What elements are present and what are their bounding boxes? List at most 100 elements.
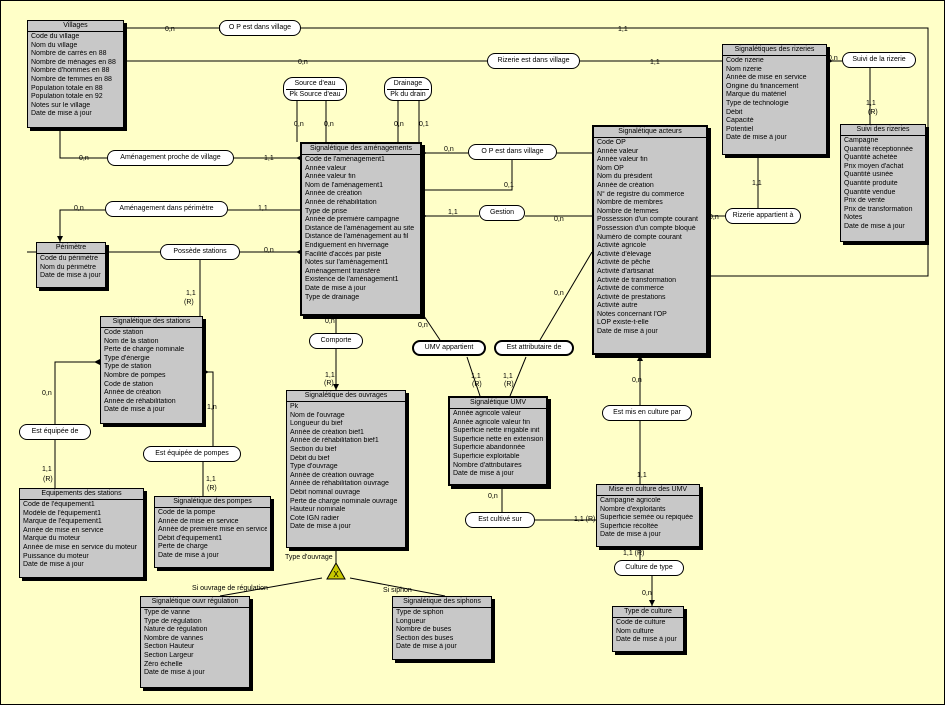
- entity-attribute: Code rizerie: [726, 57, 764, 64]
- entity-title: Périmètre: [37, 243, 105, 254]
- assoc-est-attributaire[interactable]: Est attributaire de: [494, 340, 574, 356]
- entity-attribute: Année de création: [305, 190, 362, 198]
- entity-attribute: Activité de prestations: [597, 293, 666, 301]
- entity-attribute: Type de technologie: [726, 99, 789, 107]
- entity-attribute: Puissance du moteur: [23, 552, 89, 560]
- cardinality-role: (R): [868, 109, 878, 116]
- entity-attribute: Année de création ouvrage: [290, 471, 375, 479]
- assoc-rizerie-est-dans-village[interactable]: Rizerie est dans village: [487, 53, 580, 69]
- entity-attribute: Nombre d'attributaires: [453, 461, 522, 469]
- entity-attribute: Superficie nette en extension: [453, 435, 543, 443]
- entity-title: Signalétique des aménagements: [302, 144, 420, 155]
- assoc-drainage[interactable]: Drainage Pk du drain: [384, 77, 432, 101]
- cardinality: 0,n: [294, 121, 304, 128]
- entity-mise-en-culture[interactable]: Mise en culture des UMV Campagne agricol…: [596, 484, 700, 547]
- entity-attribute: Type de prise: [305, 207, 348, 215]
- entity-attribute: Année de première campagne: [305, 216, 400, 224]
- entity-attribute: Nombre de pompes: [104, 371, 166, 379]
- entity-attribute: Nombre de femmes: [597, 207, 659, 215]
- assoc-source-eau[interactable]: Source d'eau Pk Source d'eau: [283, 77, 347, 101]
- entity-attribute: Date de mise à jour: [31, 110, 92, 118]
- entity-attribute: Code de l'équipement1: [23, 501, 95, 508]
- entity-attribute: Quantité produite: [844, 179, 898, 187]
- assoc-amenagement-dans-perimetre[interactable]: Aménagement dans périmètre: [105, 201, 228, 217]
- entity-attribute: Activité de commerce: [597, 285, 664, 293]
- cardinality: 1,1 (R): [574, 516, 596, 523]
- entity-attribute: Longueur: [396, 617, 426, 625]
- entity-attribute: Campagne: [844, 137, 879, 144]
- entity-attribute: Modèle de l'équipement1: [23, 509, 102, 517]
- entity-pompes[interactable]: Signalétique des pompes Code de la pompe…: [154, 496, 271, 568]
- entity-attribute: Activité d'élevage: [597, 250, 652, 258]
- entity-equipements[interactable]: Equipements des stations Code de l'équip…: [19, 488, 144, 578]
- assoc-est-cultive-sur[interactable]: Est cultivé sur: [465, 512, 535, 528]
- assoc-possede-stations[interactable]: Possède stations: [160, 244, 240, 260]
- entity-attribute: Nombre d'exploitants: [600, 505, 666, 513]
- cardinality: 0,n: [488, 493, 498, 500]
- entity-attribute: Année de réhabilitation: [104, 397, 176, 405]
- entity-attribute: Année valeur fin: [597, 156, 648, 164]
- entity-attribute: Longueur du bief: [290, 420, 343, 428]
- entity-regulation[interactable]: Signalétique ouvr régulation Type de van…: [140, 596, 250, 688]
- entity-attribute: Type de régulation: [144, 617, 202, 625]
- assoc-rizerie-appartient[interactable]: Rizerie appartient à: [725, 208, 801, 224]
- cardinality: 0,n: [554, 290, 564, 297]
- entity-attribute: Année agricole valeur fin: [453, 418, 531, 426]
- entity-attribute: Année de mise en service: [726, 74, 807, 82]
- assoc-comporte[interactable]: Comporte: [309, 333, 363, 349]
- assoc-est-equipee-de[interactable]: Est équipée de: [19, 424, 91, 440]
- assoc-op-est-dans-village-2[interactable]: O P est dans village: [468, 144, 557, 160]
- entity-amenagements[interactable]: Signalétique des aménagements Code de l'…: [300, 142, 422, 316]
- entity-attribute: Nom de l'aménagement1: [305, 181, 383, 189]
- entity-attribute: Prix de vente: [844, 197, 885, 205]
- entity-attribute: Superficie récoltée: [600, 522, 658, 530]
- entity-attribute: Nom OP: [597, 164, 624, 172]
- entity-attribute: Type de vanne: [144, 609, 190, 616]
- assoc-gestion[interactable]: Gestion: [479, 205, 525, 221]
- entity-attribute: N° de registre du commerce: [597, 190, 685, 198]
- assoc-identifier: Pk Source d'eau: [286, 89, 344, 100]
- entity-attribute: Activité de pêche: [597, 259, 651, 267]
- assoc-culture-de-type[interactable]: Culture de type: [614, 560, 684, 576]
- entity-title: Signalétique des stations: [101, 317, 202, 328]
- entity-attribute: Code station: [104, 329, 144, 336]
- cardinality: 0,n: [74, 205, 84, 212]
- entity-attribute: Débit d'équipement1: [158, 534, 222, 542]
- cardinality: 1,1: [866, 100, 876, 107]
- entity-attribute: Section des buses: [396, 634, 454, 642]
- entity-attribute: Débit: [726, 108, 743, 116]
- entity-attribute: Nature de régulation: [144, 626, 208, 634]
- entity-attribute: Perte de charge: [158, 543, 208, 551]
- cardinality: 0,n: [324, 121, 334, 128]
- entity-attribute: Cote IGN radier: [290, 514, 340, 522]
- assoc-est-mis-en-culture[interactable]: Est mis en culture par: [602, 405, 692, 421]
- entity-attribute: Campagne agricole: [600, 497, 661, 504]
- assoc-op-est-dans-village[interactable]: O P est dans village: [219, 20, 301, 36]
- assoc-suivi-de-la-rizerie[interactable]: Suivi de la rizerie: [842, 52, 916, 68]
- entity-attribute: Code du périmètre: [40, 255, 98, 262]
- assoc-amenagement-proche-village[interactable]: Aménagement proche de village: [107, 150, 234, 166]
- assoc-identifier: Pk du drain: [387, 89, 429, 100]
- assoc-est-equipee-pompes[interactable]: Est équipée de pompes: [143, 446, 241, 462]
- entity-attribute: Année de création: [104, 389, 161, 397]
- entity-attribute: Code du village: [31, 33, 80, 40]
- entity-attribute: Débit nominal ouvrage: [290, 488, 361, 496]
- assoc-umv-appartient[interactable]: UMV appartient: [412, 340, 486, 356]
- entity-attribute: Facilité d'accès par piste: [305, 250, 382, 258]
- entity-attribute: Année valeur: [597, 147, 639, 155]
- cardinality: 0,n: [632, 377, 642, 384]
- entity-attribute: Code de culture: [616, 619, 666, 626]
- entity-attribute: Débit du bief: [290, 454, 330, 462]
- entity-title: Signalétique des siphons: [393, 597, 491, 608]
- entity-attribute: Nombre de membres: [597, 199, 663, 207]
